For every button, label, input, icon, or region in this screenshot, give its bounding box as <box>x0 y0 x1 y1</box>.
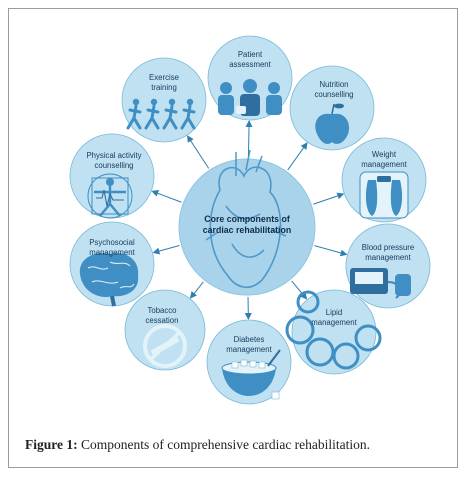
vitruvian-icon <box>87 173 133 219</box>
caption-label: Figure 1: <box>25 437 78 452</box>
bp-monitor-icon <box>350 268 411 299</box>
label-weight-2: management <box>361 160 407 169</box>
label-diabetes-2: management <box>226 345 272 354</box>
component-psychosocial-management: Psychosocial management <box>69 221 155 307</box>
label-lipid-1: Lipid <box>326 308 342 317</box>
arrow-to-tobacco-cessation <box>189 281 204 299</box>
component-nutrition-counselling: Nutrition counselling <box>289 65 375 151</box>
label-exercise-1: Exercise <box>149 73 179 82</box>
arrow-to-blood-pressure-management <box>314 245 348 257</box>
cardiac-rehab-diagram: Core components of cardiac rehabilitatio… <box>69 35 431 405</box>
label-lipid-2: management <box>311 318 357 327</box>
component-blood-pressure-management: Blood pressure management <box>345 223 431 309</box>
label-tobacco-1: Tobacco <box>147 306 177 315</box>
component-weight-management: Weight management <box>341 137 427 223</box>
arrow-to-patient-assessment <box>245 119 253 158</box>
label-bp-1: Blood pressure <box>362 243 414 252</box>
brain-icon <box>79 252 139 307</box>
sugar-bowl-icon <box>221 349 281 400</box>
label-bp-2: management <box>365 253 411 262</box>
center-title-line1: Core components of <box>204 214 290 224</box>
label-weight-1: Weight <box>372 150 397 159</box>
figure-caption: Figure 1: Components of comprehensive ca… <box>25 437 445 453</box>
label-patient-assessment-2: assessment <box>229 60 271 69</box>
label-physical-2: counselling <box>94 161 133 170</box>
component-diabetes-management: Diabetes management <box>206 319 292 405</box>
caption-text: Components of comprehensive cardiac reha… <box>77 437 371 452</box>
arrow-to-psychosocial-management <box>152 245 180 255</box>
label-psychosocial-2: management <box>89 248 135 257</box>
scale-feet-icon <box>359 171 409 219</box>
lipid-cells-icon <box>285 290 382 370</box>
label-exercise-2: training <box>151 83 177 92</box>
label-physical-1: Physical activity <box>86 151 141 160</box>
arrow-to-exercise-training <box>186 135 210 169</box>
people-icon <box>218 79 282 116</box>
component-patient-assessment: Patient assessment <box>207 35 293 121</box>
component-exercise-training: Exercise training <box>121 57 207 143</box>
runners-icon <box>126 98 196 130</box>
heart-icon <box>205 149 287 288</box>
label-patient-assessment-1: Patient <box>238 50 263 59</box>
no-smoking-icon <box>143 324 187 368</box>
apple-icon <box>315 103 350 144</box>
component-physical-activity-counselling: Physical activity counselling <box>69 133 155 219</box>
label-nutrition-1: Nutrition <box>319 80 348 89</box>
connector-arrows <box>151 119 348 321</box>
arrow-to-weight-management <box>313 192 345 205</box>
component-lipid-management: Lipid management <box>285 289 382 375</box>
center-title-line2: cardiac rehabilitation <box>203 225 291 235</box>
label-tobacco-2: cessation <box>146 316 179 325</box>
label-nutrition-2: counselling <box>314 90 353 99</box>
arrow-to-physical-activity-counselling <box>151 190 182 203</box>
label-psychosocial-1: Psychosocial <box>89 238 135 247</box>
arrow-to-nutrition-counselling <box>287 142 308 171</box>
label-diabetes-1: Diabetes <box>234 335 265 344</box>
center-node: Core components of cardiac rehabilitatio… <box>178 149 316 296</box>
arrow-to-lipid-management <box>291 280 308 300</box>
component-tobacco-cessation: Tobacco cessation <box>124 289 206 371</box>
